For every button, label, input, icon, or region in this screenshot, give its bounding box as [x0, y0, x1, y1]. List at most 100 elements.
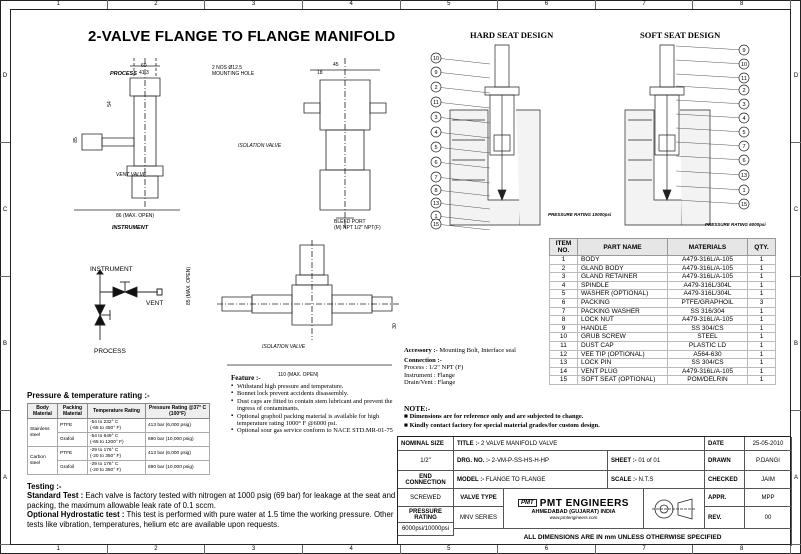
end-connection-label: END CONNECTION: [398, 471, 454, 489]
zone-marker-bottom: 5: [401, 545, 499, 554]
date-label: DATE: [705, 437, 745, 451]
label-bleed-port: BLEED PORT (M) NPT 1/2" NPT(F): [334, 219, 381, 231]
callout-number: 5: [434, 145, 437, 151]
callout-bubble: [739, 127, 749, 137]
nominal-size-label: NOMINAL SIZE: [398, 437, 454, 451]
scale-label: SCALE :-: [611, 476, 637, 483]
parts-cell-material: PTFE/GRAPHOIL: [667, 297, 748, 308]
parts-cell-item: 12: [549, 349, 578, 360]
parts-cell-material: A479-316L/A-105: [667, 255, 748, 265]
parts-cell-qty: 1: [747, 340, 776, 351]
valve-type-value: MNV SERIES: [454, 507, 504, 529]
parts-cell-material: A479-316L/304L: [667, 289, 748, 299]
zone-marker-top: 4: [303, 0, 401, 9]
projection-symbol: [644, 489, 705, 529]
pressure-header-packing: Packing Material: [57, 403, 88, 419]
note-text-2: Kindly contact factory for special mater…: [409, 421, 600, 429]
parts-header-qty: QTY.: [747, 238, 776, 256]
drg-no-label: DRG. NO. :-: [457, 457, 490, 464]
callout-number: 10: [741, 62, 747, 68]
third-angle-projection-icon: [652, 497, 696, 521]
parts-cell-name: GLAND BODY: [577, 263, 668, 274]
pressure-cell-temperature: -29 to 176° C (-20 to 350° F): [87, 460, 146, 475]
callout-bubble: [431, 219, 441, 229]
parts-cell-name: LOCK PIN: [577, 358, 668, 368]
pressure-cell-temperature: -54 to 649° C (-65 to 1200° F): [87, 432, 146, 447]
note-text-1: Dimensions are for reference only and ar…: [409, 413, 584, 421]
testing-section: Testing :- Standard Test : Each valve is…: [27, 482, 400, 529]
label-mounting-hole: 2 NOS Ø12.5 MOUNTING HOLE: [212, 65, 255, 77]
parts-cell-item: 9: [549, 323, 578, 334]
date-value: 25-05-2010: [745, 437, 792, 451]
pressure-header-body: Body Material: [27, 403, 58, 419]
parts-cell-name: VENT PLUG: [577, 366, 668, 377]
parts-cell-name: HANDLE: [577, 323, 668, 334]
callout-bubble: [739, 59, 749, 69]
zone-marker-right: B: [791, 277, 801, 411]
callout-bubble: [739, 155, 749, 165]
dim-30: 30: [391, 323, 398, 329]
parts-cell-item: 8: [549, 315, 578, 325]
zone-marker-bottom: 3: [205, 545, 303, 554]
front-view-drawing: [72, 58, 202, 228]
dim-60: 60: [141, 63, 147, 69]
callout-number: 5: [742, 130, 745, 136]
schematic-label-process: PROCESS: [94, 348, 126, 355]
company-website[interactable]: www.pmtengineers.com: [549, 514, 598, 520]
scale-field: SCALE :- N.T.S: [608, 471, 705, 489]
callout-bubble: [431, 198, 441, 208]
standard-test-label: Standard Test :: [27, 491, 84, 501]
callout-bubble: [739, 199, 749, 209]
zone-marker-top: 8: [693, 0, 791, 9]
pressure-cell-body: Stainless steel: [27, 418, 58, 447]
parts-cell-name: SOFT SEAT (OPTIONAL): [577, 375, 668, 385]
parts-cell-item: 2: [549, 263, 578, 274]
callout-number: 1: [434, 214, 437, 220]
callout-bubble: [431, 142, 441, 152]
callout-number: 6: [434, 160, 437, 166]
parts-cell-qty: 1: [747, 349, 776, 360]
parts-cell-name: LOCK NUT: [577, 315, 668, 325]
callout-number: 3: [742, 102, 745, 108]
zone-marker-left: A: [0, 411, 10, 545]
pressure-cell-temperature: -54 to 232° C (-65 to 450° F): [87, 418, 146, 433]
label-isolation-valve-top: ISOLATION VALVE: [238, 143, 282, 149]
accessory-section: Accessory :- Mounting Bolt, Interface se…: [404, 347, 544, 387]
parts-cell-material: POM/DELRIN: [667, 375, 748, 385]
features-title: Feature :-: [231, 374, 261, 382]
dim-41-3: 41.3: [139, 70, 149, 76]
parts-cell-qty: 3: [747, 297, 776, 308]
approved-value: MPP: [745, 489, 792, 507]
parts-cell-qty: 1: [747, 280, 776, 291]
callout-bubble: [739, 113, 749, 123]
approved-label: APPR.: [705, 489, 745, 507]
zone-marker-left: D: [0, 9, 10, 143]
parts-cell-item: 3: [549, 272, 578, 282]
dim-86-max-open: 86 (MAX. OPEN): [116, 213, 155, 219]
parts-cell-name: PACKING: [577, 297, 668, 308]
flow-schematic: [88, 270, 168, 355]
callout-number: 6: [742, 158, 745, 164]
feature-item: Optional graphoil packing material is av…: [231, 413, 406, 428]
parts-cell-material: A479-316L/A-105: [667, 272, 748, 282]
parts-cell-item: 7: [549, 306, 578, 317]
pressure-row: Grafoil-54 to 649° C (-65 to 1200° F)690…: [28, 432, 210, 447]
callout-bubble: [739, 141, 749, 151]
pressure-header-pressure: Pressure Rating @37° C (100°F): [145, 403, 210, 419]
drawn-label: DRAWN: [705, 451, 745, 471]
parts-cell-name: BODY: [577, 255, 668, 265]
hard-seat-title: HARD SEAT DESIGN: [470, 30, 554, 40]
scale-value: N.T.S: [638, 476, 654, 483]
callout-bubble: [431, 185, 441, 195]
callout-bubble: [431, 172, 441, 182]
feature-item: Dust caps are fitted to contain stem lub…: [231, 398, 406, 413]
